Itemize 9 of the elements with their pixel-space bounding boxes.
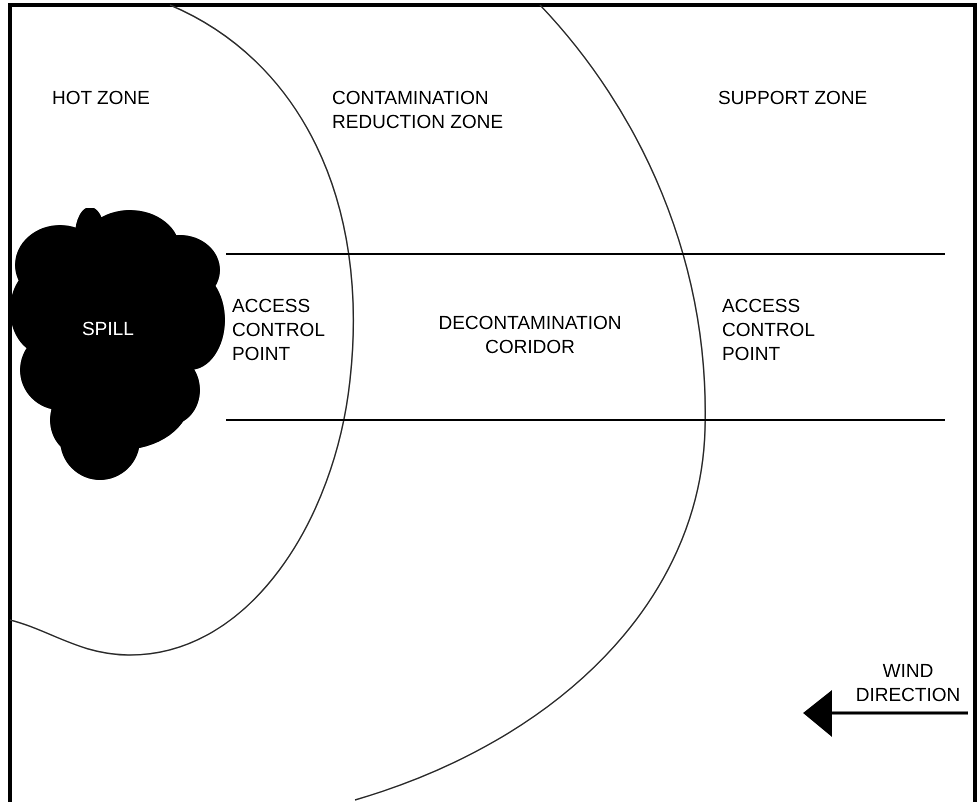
point-label: ACCESS CONTROL POINT — [232, 295, 326, 367]
node-label: SPILL — [82, 318, 134, 342]
corridor-band — [226, 253, 945, 421]
zone-label: HOT ZONE — [52, 87, 151, 111]
zone-label: CONTAMINATION REDUCTION ZONE — [332, 87, 504, 135]
node-label: DECONTAMINATION CORIDOR — [438, 312, 622, 360]
point-label: ACCESS CONTROL POINT — [722, 295, 816, 367]
direction-label: WIND DIRECTION — [854, 660, 962, 708]
zone-label: SUPPORT ZONE — [718, 87, 868, 111]
